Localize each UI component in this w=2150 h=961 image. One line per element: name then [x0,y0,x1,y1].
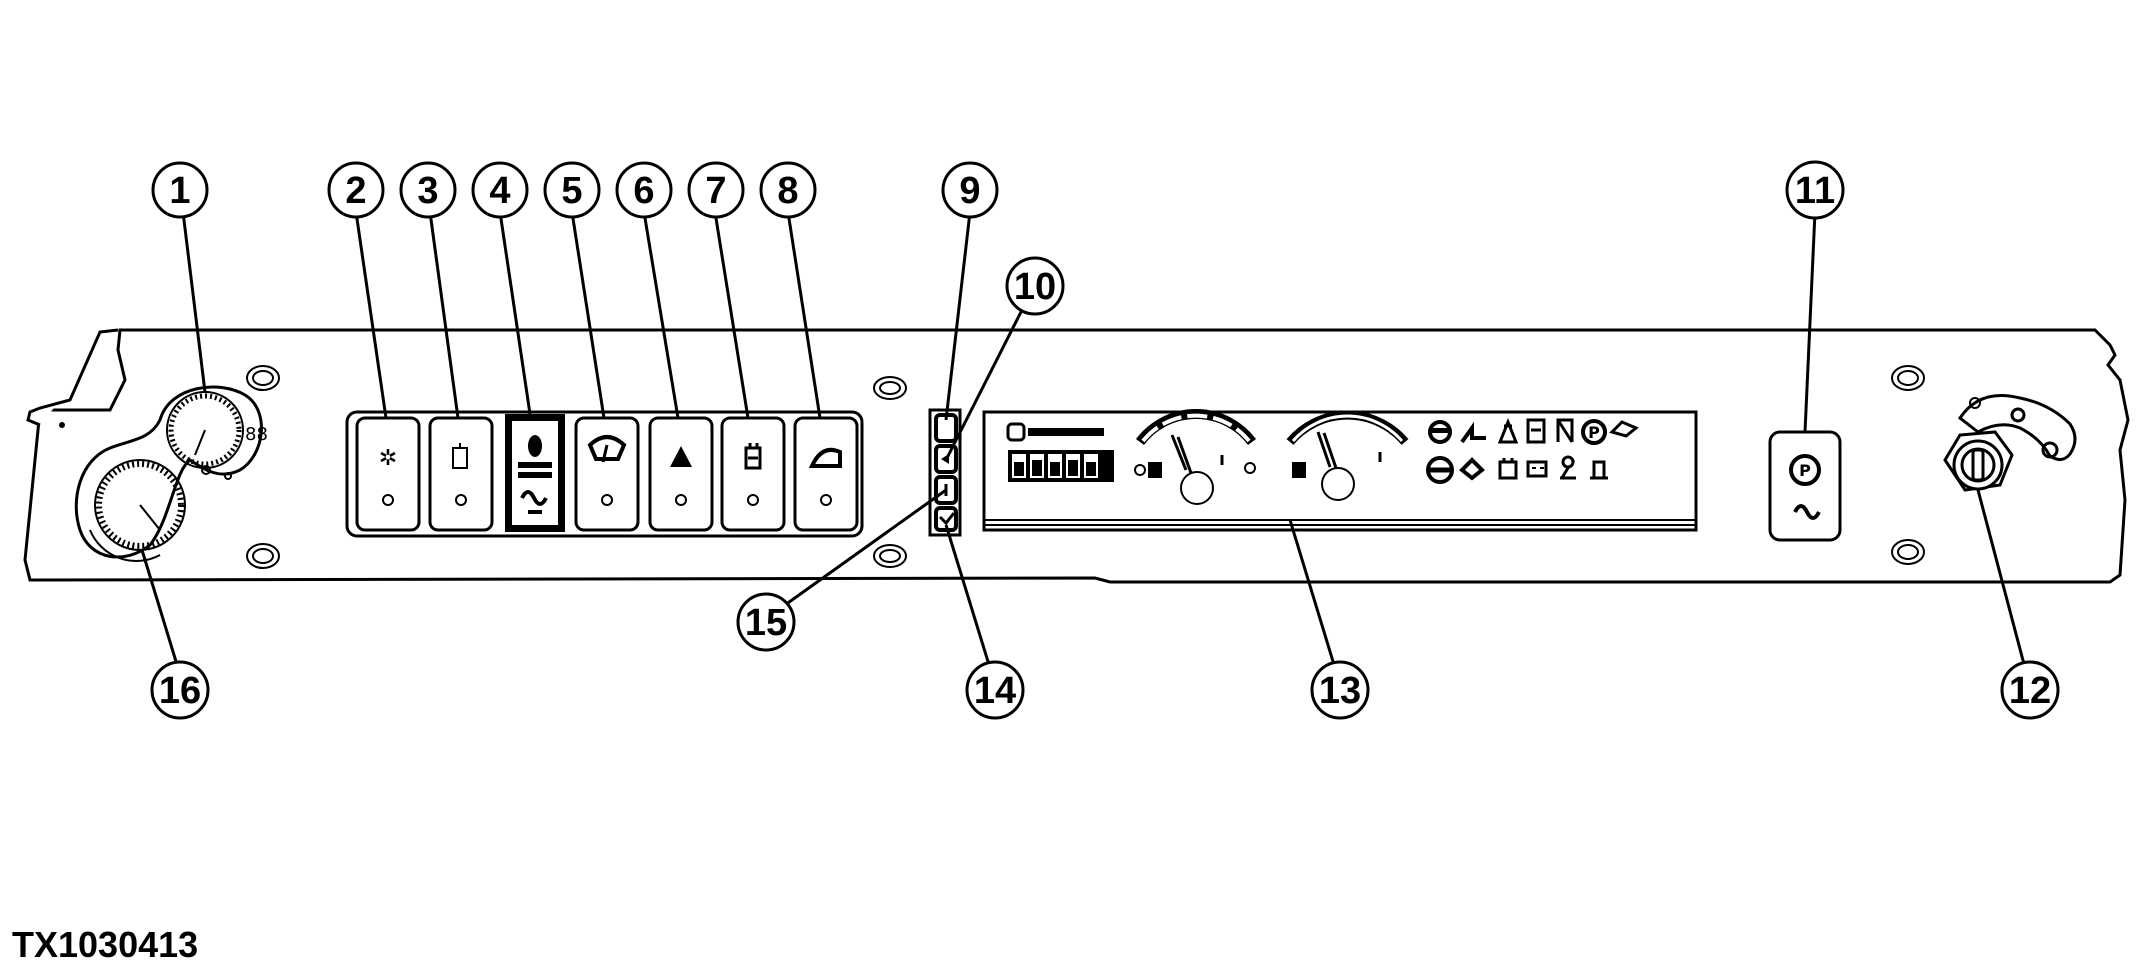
callout-14: 14 [965,660,1025,720]
rear-light-icon [808,447,842,468]
callout-13: 13 [1310,660,1370,720]
callout-14-label: 14 [974,670,1016,712]
rocker-switch-5[interactable] [574,416,640,532]
callout-4: 4 [471,161,529,219]
rocker-switch-4[interactable] [505,414,565,532]
instrument-display: P [982,409,1698,532]
callout-5-label: 5 [561,170,582,212]
wiper-icon [587,435,627,461]
rocker-switch-7[interactable] [720,416,786,532]
lcd-readout [1008,450,1114,482]
callout-9: 9 [941,161,999,219]
rocker-switch-6[interactable] [648,416,714,532]
callout-9-label: 9 [959,170,980,212]
callout-1-label: 1 [169,170,190,212]
callout-16: 16 [150,660,210,720]
callout-12: 12 [2000,660,2060,720]
park-brake-switch[interactable]: P [1768,430,1842,542]
brand-logo [1006,422,1104,442]
callout-6: 6 [615,161,673,219]
callout-3: 3 [399,161,457,219]
rocker-switch-2[interactable]: ✲ [355,416,421,532]
hazard-icon [670,446,692,467]
panel-mounting-holes [59,365,1925,569]
callout-5: 5 [543,161,601,219]
callout-7-label: 7 [705,170,726,212]
callout-1: 1 [151,161,209,219]
callout-12-label: 12 [2009,670,2051,712]
key-switch[interactable] [1943,394,2077,492]
lower-control-knob[interactable] [89,459,186,562]
fuel-gauge [1286,410,1409,501]
leader-lines [140,211,2027,669]
rocker-switch-3[interactable] [428,416,494,532]
callout-3-label: 3 [417,170,438,212]
coolant-temp-gauge [1134,409,1256,505]
callout-10: 10 [1005,256,1065,316]
callout-2-label: 2 [345,170,366,212]
callout-16-label: 16 [159,670,201,712]
callout-2: 2 [327,161,385,219]
callout-11-label: 11 [1795,170,1835,212]
callout-15: 15 [736,592,796,652]
callout-8-label: 8 [777,170,798,212]
callout-13-label: 13 [1319,670,1361,712]
park-brake-icon: P [1799,461,1811,480]
callout-4-label: 4 [489,170,510,212]
callout-8: 8 [759,161,817,219]
rocker-switch-bank: ✲ [345,410,864,538]
knob-housing [74,385,263,559]
callout-7: 7 [687,161,745,219]
warning-indicator-icons: P [1426,417,1639,484]
display-button-column [928,408,962,537]
fan-speed-marks: 88 [245,424,268,445]
callout-10-label: 10 [1014,266,1056,308]
rocker-switch-8[interactable] [793,416,859,532]
callout-11: 11 [1785,160,1845,220]
work-light-icon: ✲ [379,446,397,471]
callout-15-label: 15 [745,602,787,644]
figure-id: TX1030413 [12,924,198,961]
callout-6-label: 6 [633,170,654,212]
svg-text:P: P [1588,423,1600,442]
